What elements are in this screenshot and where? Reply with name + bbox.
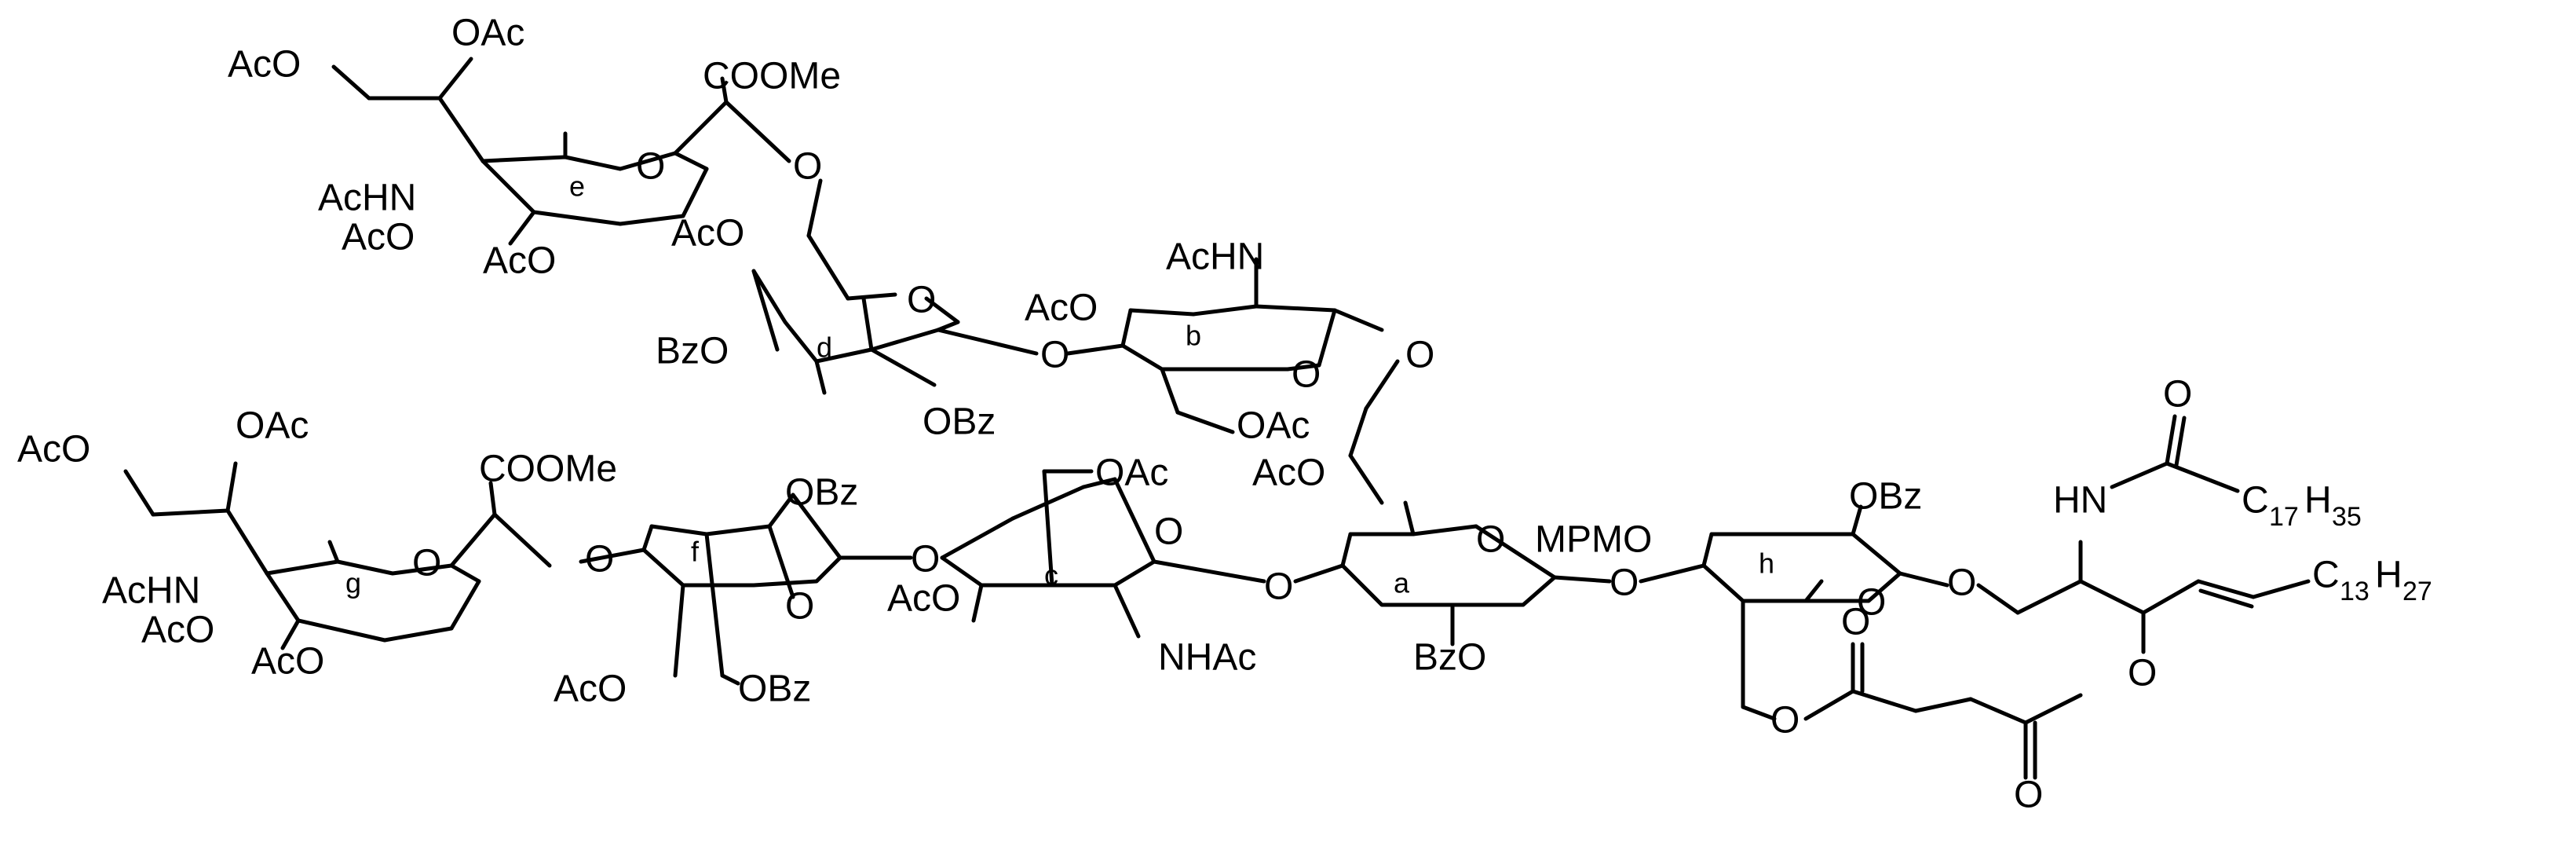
label-aco-e-3: AcO [671,213,744,255]
label-nhac-c: NHAc [1158,637,1256,679]
label-aco-e-1: AcO [342,217,415,258]
label-aco-b: AcO [1025,287,1098,329]
label-o-ring-a: O [1476,519,1505,561]
label-oac-c: OAc [1095,452,1168,494]
label-o-ring-e: O [636,146,665,188]
ring-label-e: e [569,170,585,203]
label-mpmo: MPMO [1535,519,1652,561]
label-achn-1: AcHN [318,178,416,219]
label-o-carbonyl-1: O [1841,602,1870,643]
label-c13: C [2312,555,2340,596]
label-o-link-db: O [1040,335,1069,376]
label-aco-a: AcO [1252,452,1325,494]
label-o-carbonyl-2: O [2014,775,2043,816]
ring-label-h: h [1759,548,1774,580]
label-obz-d: OBz [923,401,996,443]
label-obz-f-2: OBz [738,668,811,710]
label-aco-side-2: AcO [17,429,90,471]
label-hn: HN [2053,480,2107,522]
ring-label-b: b [1186,320,1201,352]
label-bzo-a: BzO [1413,637,1486,679]
label-achn-2: AcHN [102,570,200,612]
label-o-link-de: O [793,146,822,188]
label-c17: C [2242,480,2269,522]
label-o-ester-1: O [1770,700,1800,742]
label-obz-f-1: OBz [785,472,858,514]
label-o-ring-b: O [1292,354,1321,396]
label-oac-side-1: OAc [451,13,524,54]
label-c13-sub-1: 13 [2340,577,2370,606]
label-aco-side-1: AcO [228,44,301,86]
label-obz-h: OBz [1849,476,1922,518]
label-coome-2: COOMe [479,449,617,490]
ring-label-g: g [345,567,361,599]
label-o-ester-2: O [2128,653,2157,694]
label-o-ring-f: O [785,586,814,628]
label-o-ring-g: O [412,543,441,584]
label-o-link-ba: O [1405,335,1434,376]
bond-lines [123,57,2311,780]
label-coome-1: COOMe [703,56,841,97]
label-aco-e-2: AcO [483,240,556,282]
label-aco-g-2: AcO [251,641,324,683]
label-c17-h: H [2304,480,2332,522]
label-o-link-hs: O [1947,562,1976,604]
ring-label-d: d [817,331,832,364]
label-achn-b: AcHN [1166,236,1264,278]
label-c17-sub-1: 17 [2269,502,2299,532]
ring-label-c: c [1044,559,1058,591]
label-aco-f: AcO [554,668,627,710]
label-aco-g-1: AcO [141,610,214,651]
label-aco-c: AcO [887,578,960,620]
atom-labels: AcO OAc COOMe AcHN AcO AcO AcO O O AcHN … [17,13,2432,816]
label-o-link-fc: O [911,539,940,580]
label-o-link-ah: O [1610,562,1639,604]
label-o-ring-d: O [907,280,936,321]
label-oac-side-2: OAc [236,405,309,447]
ring-label-f: f [691,536,700,568]
label-c13-h: H [2375,555,2402,596]
label-o-link-gf: O [585,539,614,580]
label-c13-sub-2: 27 [2402,577,2432,606]
label-o-link-ca: O [1264,566,1293,608]
label-oac-b: OAc [1237,405,1310,447]
label-o-ring-c: O [1154,511,1183,553]
ring-label-a: a [1394,567,1410,599]
label-o-amide: O [2163,374,2192,416]
label-c17-sub-2: 35 [2332,502,2362,532]
label-bzo-d: BzO [656,331,729,372]
label-o-ring-h: O [1857,582,1886,624]
